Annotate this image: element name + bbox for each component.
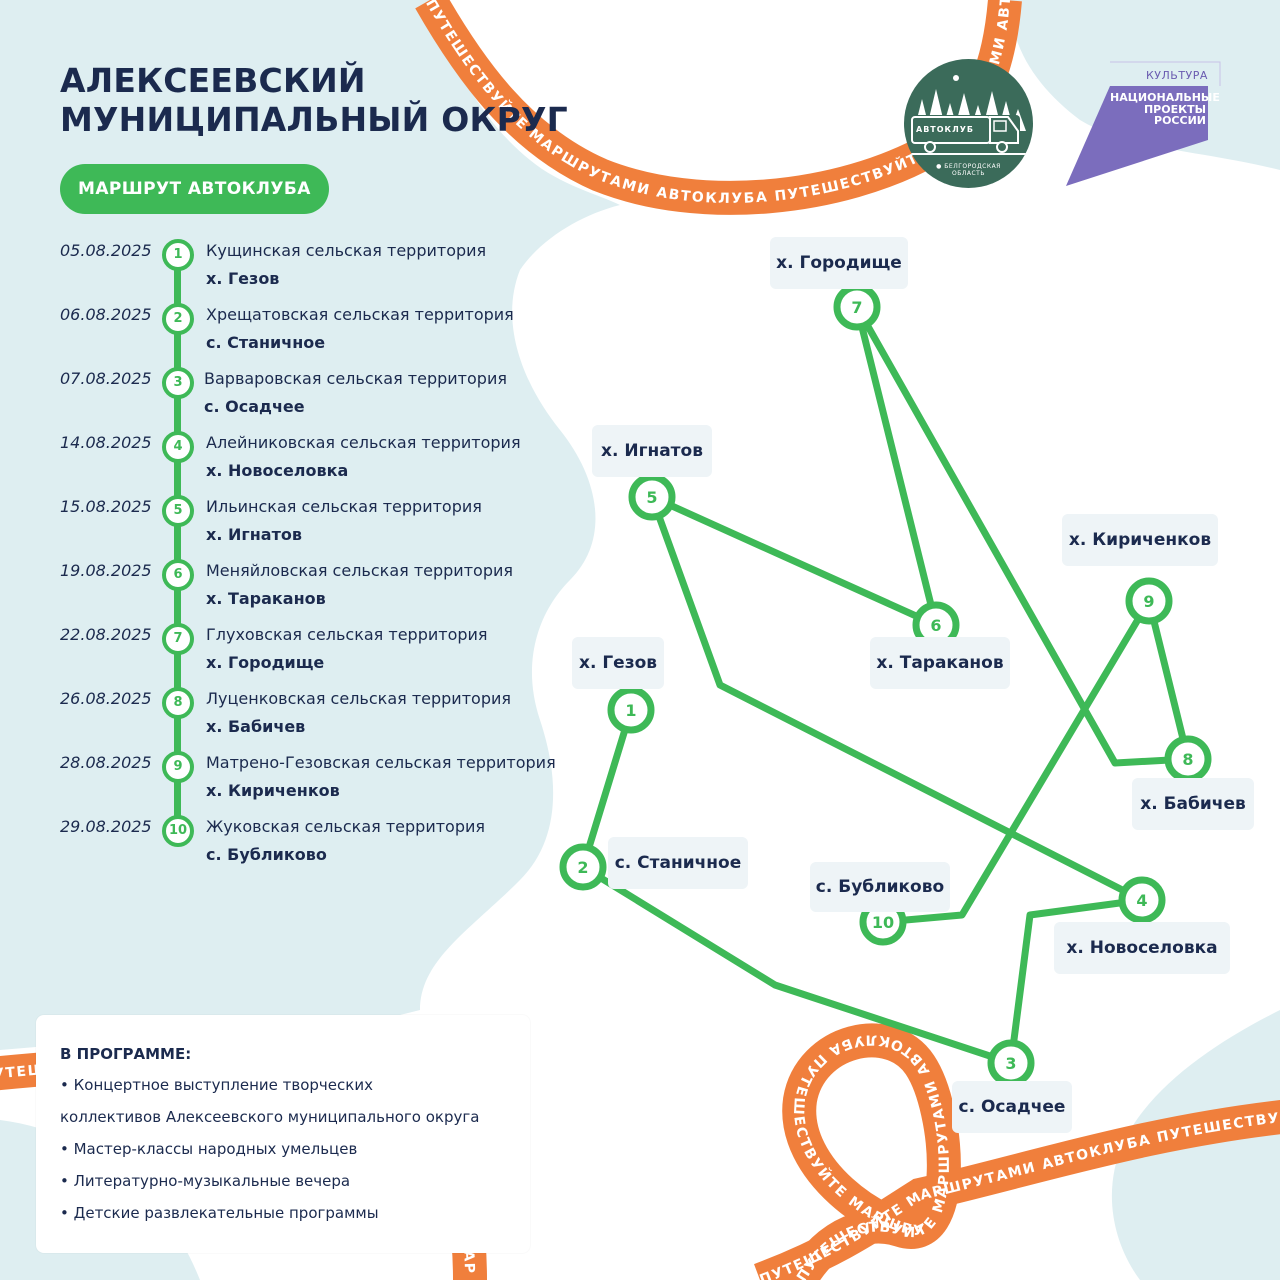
route-stop-marker: 2: [559, 843, 607, 891]
schedule-village: х. Тараканов: [206, 589, 326, 608]
route-stop-marker: 1: [607, 686, 655, 734]
stop-number-badge: 6: [162, 559, 194, 591]
stop-number-badge: 10: [162, 815, 194, 847]
schedule-village: с. Станичное: [206, 333, 326, 352]
program-item: • Мастер-классы народных умельцев: [60, 1140, 358, 1158]
map-label: х. Городище: [770, 237, 908, 289]
np-top-label: КУЛЬТУРА: [1146, 69, 1208, 82]
schedule-village: с. Бубликово: [206, 845, 327, 864]
map-label: х. Новоселовка: [1054, 922, 1230, 974]
program-box: В ПРОГРАММЕ: • Концертное выступление тв…: [36, 1015, 530, 1253]
schedule-territory: Хрещатовская сельская территория: [206, 305, 514, 324]
np-shape-icon: [1066, 61, 1221, 186]
schedule-territory: Матрено-Гезовская сельская территория: [206, 753, 556, 772]
map-label: с. Бубликово: [810, 862, 950, 912]
schedule-date: 26.08.2025: [60, 689, 152, 708]
route-stop-marker: 3: [987, 1039, 1035, 1087]
route-stop-marker: 9: [1125, 577, 1173, 625]
stop-number-badge: 7: [162, 623, 194, 655]
marker-number: 2: [577, 858, 588, 877]
schedule-date: 19.08.2025: [60, 561, 152, 580]
avtoclub-region: ● БЕЛГОРОДСКАЯ ОБЛАСТЬ: [936, 163, 1001, 178]
np-text: НАЦИОНАЛЬНЫЕ ПРОЕКТЫ РОССИИ: [1110, 91, 1220, 128]
schedule-village: х. Кириченков: [206, 781, 340, 800]
schedule-territory: Варваровская сельская территория: [204, 369, 507, 388]
schedule-village: х. Новоселовка: [206, 461, 349, 480]
stop-number-badge: 4: [162, 431, 194, 463]
stop-number-badge: 1: [162, 239, 194, 271]
marker-number: 6: [930, 616, 941, 635]
marker-number: 7: [851, 298, 862, 317]
marker-number: 5: [646, 488, 657, 507]
stop-number-badge: 8: [162, 687, 194, 719]
marker-number: 3: [1005, 1054, 1016, 1073]
schedule-date: 06.08.2025: [60, 305, 152, 324]
program-heading: В ПРОГРАММЕ:: [60, 1045, 192, 1063]
schedule-date: 22.08.2025: [60, 625, 152, 644]
schedule-date: 29.08.2025: [60, 817, 152, 836]
stop-number-badge: 3: [162, 367, 194, 399]
route-stop-marker: 4: [1118, 876, 1166, 924]
schedule-date: 28.08.2025: [60, 753, 152, 772]
schedule-village: х. Бабичев: [206, 717, 306, 736]
schedule-territory: Меняйловская сельская территория: [206, 561, 513, 580]
page-title: АЛЕКСЕЕВСКИЙ МУНИЦИПАЛЬНЫЙ ОКРУГ: [60, 61, 568, 140]
marker-number: 1: [625, 701, 636, 720]
program-item: • Концертное выступление творческих: [60, 1076, 373, 1094]
map-label: х. Тараканов: [870, 637, 1010, 689]
route-stop-marker: 8: [1164, 735, 1212, 783]
route-stop-marker: 5: [628, 473, 676, 521]
stop-number-badge: 5: [162, 495, 194, 527]
avtoclub-name: АВТОКЛУБ: [916, 125, 974, 134]
map-label: х. Кириченков: [1062, 514, 1218, 566]
schedule-date: 15.08.2025: [60, 497, 152, 516]
stop-number-badge: 2: [162, 303, 194, 335]
schedule-territory: Ильинская сельская территория: [206, 497, 482, 516]
map-label: х. Гезов: [572, 637, 664, 689]
schedule-territory: Жуковская сельская территория: [206, 817, 485, 836]
schedule-village: х. Городище: [206, 653, 325, 672]
map-label: с. Осадчее: [952, 1081, 1072, 1133]
schedule-territory: Луценковская сельская территория: [206, 689, 511, 708]
marker-number: 4: [1136, 891, 1147, 910]
map-label: х. Игнатов: [592, 425, 712, 477]
program-item: • Литературно-музыкальные вечера: [60, 1172, 351, 1190]
program-item: • Детские развлекательные программы: [60, 1204, 379, 1222]
route-badge: МАРШРУТ АВТОКЛУБА: [60, 164, 329, 214]
schedule-territory: Алейниковская сельская территория: [206, 433, 521, 452]
route-stop-marker: 7: [833, 283, 881, 331]
schedule-timeline: [174, 250, 181, 826]
national-projects-logo: КУЛЬТУРА НАЦИОНАЛЬНЫЕ ПРОЕКТЫ РОССИИ: [1062, 58, 1222, 190]
schedule-village: х. Гезов: [206, 269, 280, 288]
marker-number: 10: [872, 913, 894, 932]
schedule-date: 07.08.2025: [60, 369, 152, 388]
program-item: коллективов Алексеевского муниципального…: [60, 1108, 480, 1126]
title-line-1: АЛЕКСЕЕВСКИЙ: [60, 61, 366, 100]
schedule-territory: Кущинская сельская территория: [206, 241, 487, 260]
forest-bus-icon: [904, 75, 1033, 155]
schedule-date: 14.08.2025: [60, 433, 152, 452]
avtoclub-logo: АВТОКЛУБ ● БЕЛГОРОДСКАЯ ОБЛАСТЬ: [904, 59, 1033, 188]
schedule-village: с. Осадчее: [204, 397, 305, 416]
schedule-territory: Глуховская сельская территория: [206, 625, 488, 644]
location-pin-icon: ●: [936, 163, 942, 170]
title-line-2: МУНИЦИПАЛЬНЫЙ ОКРУГ: [60, 99, 568, 139]
map-label: с. Станичное: [608, 837, 748, 889]
map-label: х. Бабичев: [1132, 778, 1254, 830]
marker-number: 8: [1182, 750, 1193, 769]
marker-number: 9: [1143, 592, 1154, 611]
schedule-date: 05.08.2025: [60, 241, 152, 260]
stop-number-badge: 9: [162, 751, 194, 783]
schedule-village: х. Игнатов: [206, 525, 302, 544]
